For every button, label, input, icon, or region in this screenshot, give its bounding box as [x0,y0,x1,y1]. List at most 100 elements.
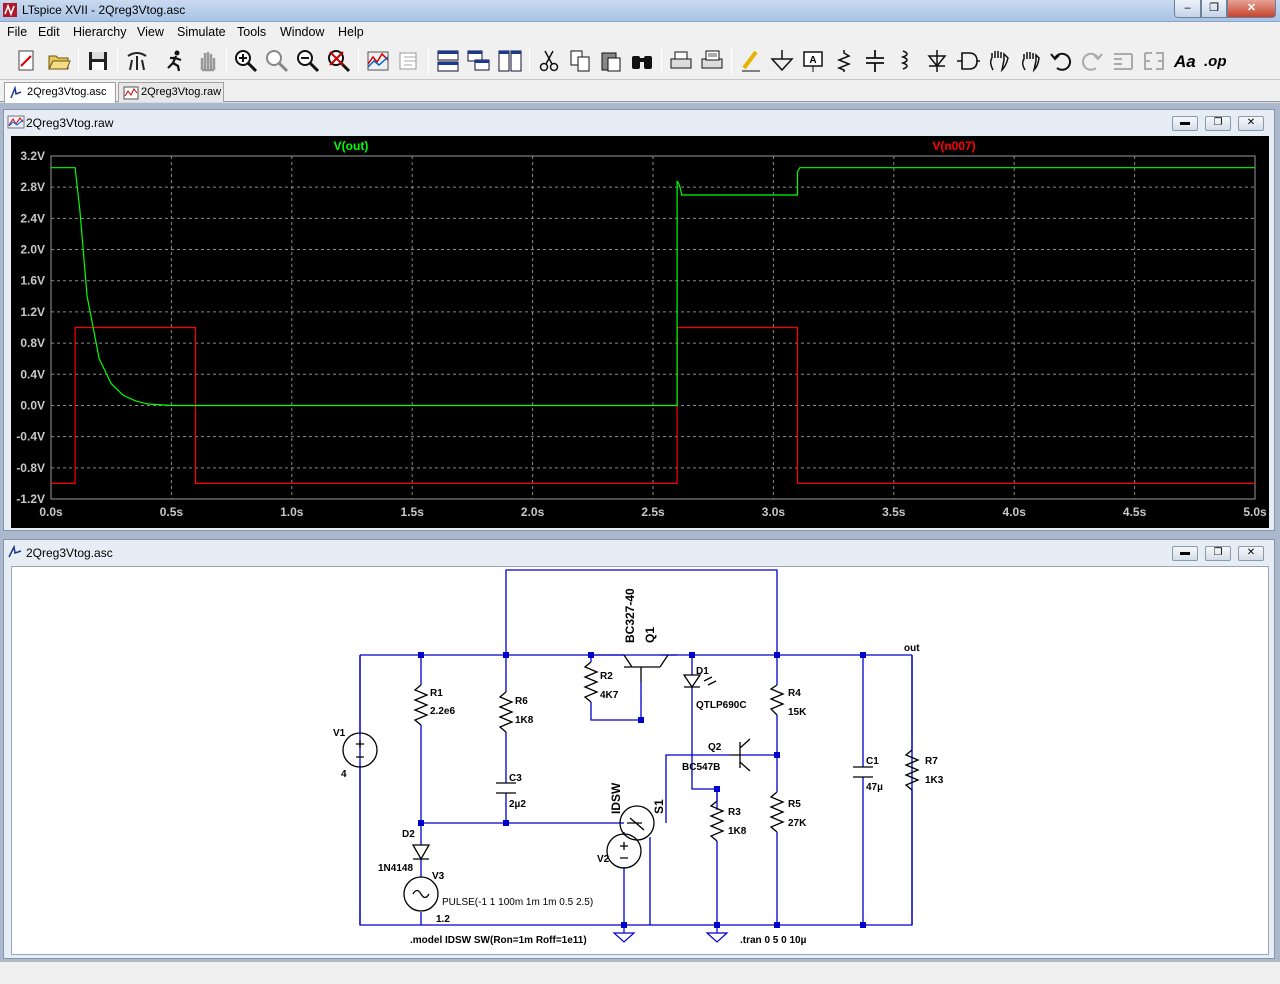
d2-value: 1N4148 [378,863,413,874]
waveform-restore-button[interactable]: ❐ [1205,116,1231,131]
close-button[interactable]: ✕ [1227,0,1276,18]
paste-icon[interactable] [598,48,624,74]
text-icon[interactable]: Aa [1172,48,1198,74]
y-tick-label: 2.0V [20,243,45,257]
inductor-icon[interactable] [893,48,919,74]
r2-label: R2 [600,671,613,682]
tab-waveform-label: 2Qreg3Vtog.raw [141,86,222,98]
find-icon[interactable] [629,48,655,74]
c3-value: 2µ2 [509,799,526,810]
cut-icon[interactable] [536,48,562,74]
tab-waveform[interactable]: 2Qreg3Vtog.raw [118,82,224,102]
redo-icon[interactable] [1079,48,1105,74]
waveform-close-button[interactable]: ✕ [1238,116,1264,131]
r4-value: 15K [788,707,807,718]
print-icon[interactable] [668,48,694,74]
waveform-minimize-button[interactable]: ▬ [1172,116,1198,131]
r3-value: 1K8 [728,826,747,837]
menu-window[interactable]: Window [280,25,325,39]
menu-help[interactable]: Help [338,25,364,39]
circuit-diagram[interactable]: BC327-40 Q1 R1 2.2e6 R6 1K8 R2 4K7 D1 QT… [12,567,1268,954]
minimize-button[interactable]: – [1174,0,1201,18]
menu-file[interactable]: File [7,25,28,39]
tab-schematic[interactable]: 2Qreg3Vtog.asc [4,82,116,103]
x-tick-label: 3.5s [882,505,906,519]
cascade-icon[interactable] [466,48,492,74]
y-tick-label: 1.2V [20,305,45,319]
zoom-cancel-icon[interactable] [326,48,352,74]
x-tick-label: 5.0s [1243,505,1267,519]
halt-icon[interactable] [194,48,220,74]
ground-icon[interactable] [769,48,795,74]
copy-icon[interactable] [567,48,593,74]
menu-simulate[interactable]: Simulate [177,25,226,39]
zoom-pan-icon[interactable] [264,48,290,74]
menu-hierarchy[interactable]: Hierarchy [73,25,127,39]
menu-view[interactable]: View [137,25,164,39]
spice-directive-icon[interactable]: .op [1203,48,1229,74]
s1-label: S1 [652,799,666,814]
v2-label: V2 [597,854,610,865]
d1-value: QTLP690C [696,700,747,711]
toolbar-separator [117,48,118,74]
legend-label-vn007[interactable]: V(n007) [932,139,975,153]
toolbar-separator [529,48,530,74]
x-tick-label: 3.0s [762,505,786,519]
q2-value: BC547B [682,762,720,773]
r1-label: R1 [430,688,443,699]
zoom-out-icon[interactable] [295,48,321,74]
tile-horizontal-icon[interactable] [435,48,461,74]
print-preview-icon[interactable] [699,48,725,74]
mirror-icon[interactable] [1141,48,1167,74]
waveform-icon [123,86,139,100]
menu-edit[interactable]: Edit [38,25,60,39]
rotate-icon[interactable] [1110,48,1136,74]
series-line-vout[interactable] [51,167,1255,407]
r6-value: 1K8 [515,715,534,726]
schematic-minimize-button[interactable]: ▬ [1172,546,1198,561]
move-icon[interactable] [986,48,1012,74]
toolbar: A Aa .op [0,42,1280,80]
menu-tools[interactable]: Tools [237,25,267,39]
draft-icon[interactable] [396,48,422,74]
tab-schematic-label: 2Qreg3Vtog.asc [27,86,107,98]
resistor-icon[interactable] [831,48,857,74]
legend-label-vout[interactable]: V(out) [334,139,369,153]
autorange-icon[interactable] [365,48,391,74]
schematic-canvas[interactable]: BC327-40 Q1 R1 2.2e6 R6 1K8 R2 4K7 D1 QT… [11,566,1269,955]
open-icon[interactable] [46,48,72,74]
svg-text:.op: .op [1204,53,1227,70]
drag-icon[interactable] [1017,48,1043,74]
component-labels: BC327-40 Q1 R1 2.2e6 R6 1K8 R2 4K7 D1 QT… [333,588,944,946]
x-tick-label: 0.5s [160,505,184,519]
draw-wire-icon[interactable] [738,48,764,74]
component-icon[interactable] [955,48,981,74]
new-schematic-icon[interactable] [14,48,40,74]
undo-icon[interactable] [1048,48,1074,74]
control-panel-icon[interactable] [124,48,150,74]
c1-label: C1 [866,756,879,767]
waveform-icon [7,115,25,129]
schematic-close-button[interactable]: ✕ [1238,546,1264,561]
components [342,654,920,912]
label-net-icon[interactable]: A [800,48,826,74]
save-icon[interactable] [85,48,111,74]
schematic-restore-button[interactable]: ❐ [1205,546,1231,561]
zoom-in-icon[interactable] [233,48,259,74]
schematic-window-titlebar[interactable]: 2Qreg3Vtog.asc ▬ ❐ ✕ [4,540,1274,566]
q1-label: Q1 [643,627,657,643]
menu-bar: File Edit Hierarchy View Simulate Tools … [0,22,1280,42]
run-icon[interactable] [162,48,188,74]
waveform-window-titlebar[interactable]: 2Qreg3Vtog.raw ▬ ❐ ✕ [4,110,1274,136]
schematic-window: 2Qreg3Vtog.asc ▬ ❐ ✕ [3,539,1275,959]
tile-vertical-icon[interactable] [497,48,523,74]
diode-icon[interactable] [924,48,950,74]
maximize-button[interactable]: ❐ [1201,0,1227,18]
y-tick-label: 0.8V [20,336,45,350]
series-line-vn007[interactable] [51,326,1255,484]
ltspice-app-icon [3,3,17,17]
capacitor-icon[interactable] [862,48,888,74]
schematic-icon [10,86,22,99]
